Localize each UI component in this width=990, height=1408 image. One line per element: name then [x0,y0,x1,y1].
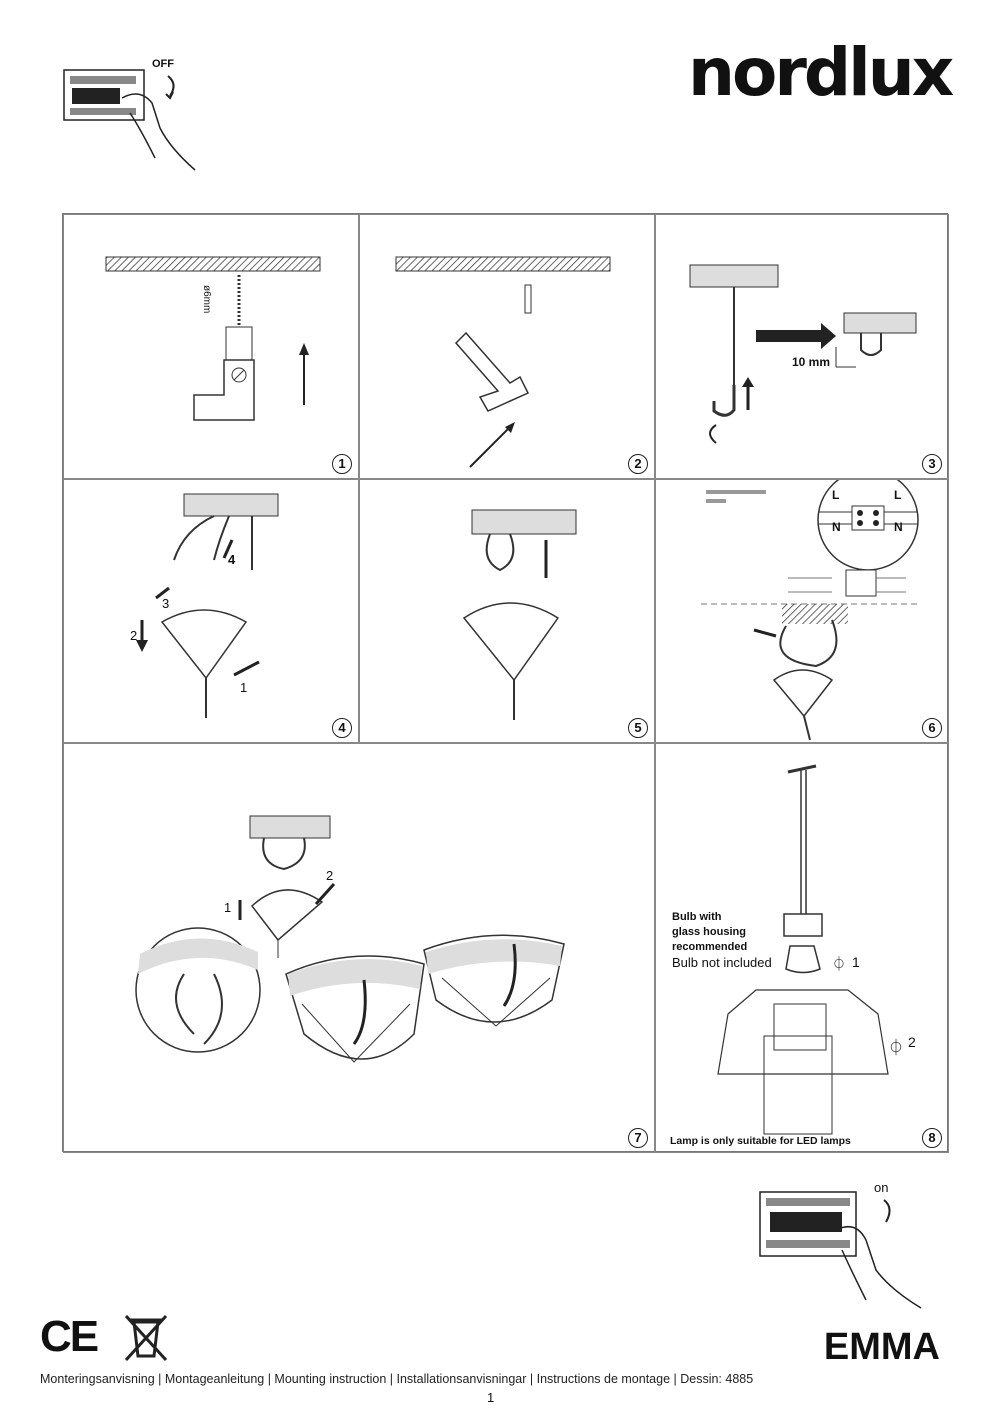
action-label-1: 1 [852,954,860,970]
weee-bin-icon [124,1314,168,1362]
bulb-recommendation-note: Bulb with glass housing recommended Bulb… [672,910,772,970]
ce-mark: CE [40,1312,99,1361]
step-number: 6 [922,718,942,738]
arrow-label-1: 1 [240,680,248,695]
step-6-panel: L L N N 6 [655,479,949,743]
step-number: 3 [922,454,942,474]
terminal-label-l-right: L [894,488,902,502]
hammer-anchor-illustration [395,256,611,468]
action-label-2: 2 [908,1034,916,1050]
step-7-panel: 1 2 7 [63,743,655,1153]
rotate-icon: ⏀ [832,956,846,972]
arrow-label-4: 4 [228,552,236,567]
step-number: 5 [628,718,648,738]
bulb-shade-illustration [717,764,889,1135]
raise-canopy-illustration [462,509,577,720]
step-4-panel: 1 2 3 4 4 [63,479,359,743]
step-number: 2 [628,454,648,474]
step-number: 1 [332,454,352,474]
step-5-panel: 5 [359,479,655,743]
led-warning: Lamp is only suitable for LED lamps [670,1135,851,1147]
note-line: Bulb not included [672,955,772,970]
page-number: 1 [487,1390,495,1405]
product-name: EMMA [823,1326,940,1368]
wiring-diagram-illustration [701,480,921,741]
arrow-label-1: 1 [224,900,232,915]
terminal-label-n-left: N [832,520,841,534]
fuse-box-hand-icon [759,1191,922,1309]
step-2-panel: 2 [359,214,655,479]
arrow-label-2: 2 [130,628,138,643]
instruction-grid: ø6mm 1 2 10 mm 3 [62,213,949,1153]
hook-distance-label: 10 mm [792,355,831,369]
terminal-label-l-left: L [832,488,840,502]
arrow-label-2: 2 [326,868,334,883]
fuse-box-hand-icon [63,69,196,171]
switch-on-illustration: on [756,1180,926,1310]
arrow-label-3: 3 [162,596,170,611]
note-line: recommended [672,941,748,953]
note-line: Bulb with [672,911,722,923]
nordlux-logo: nordlux [688,34,954,111]
step-number: 8 [922,1128,942,1148]
note-line: glass housing [672,926,746,938]
step-number: 4 [332,718,352,738]
fix-canopy-illustration [135,815,565,1063]
off-label: OFF [152,58,174,70]
on-label: on [874,1180,889,1195]
drill-diameter-label: ø6mm [201,285,212,314]
footer-text: Monteringsanvisning | Montageanleitung |… [40,1372,754,1386]
step-number: 7 [628,1128,648,1148]
step-8-panel: Bulb with glass housing recommended Bulb… [655,743,949,1153]
hook-installation-illustration [689,264,917,444]
step-1-panel: ø6mm 1 [63,214,359,479]
drill-mounting-illustration [105,256,321,421]
rotate-icon: ⏀ [888,1040,905,1057]
connect-wires-illustration [136,493,279,718]
step-3-panel: 10 mm 3 [655,214,949,479]
terminal-label-n-right: N [894,520,903,534]
switch-off-illustration: OFF [60,58,200,178]
